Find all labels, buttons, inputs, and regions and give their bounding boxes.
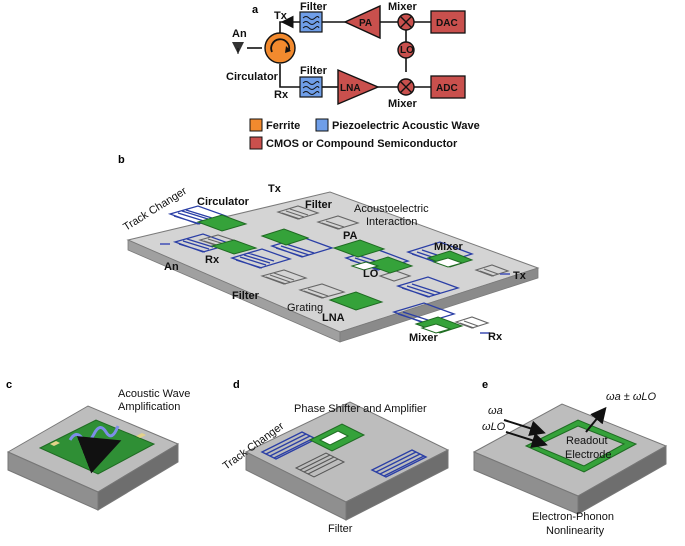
c-substrate-side	[97, 443, 179, 511]
e-substrate-side	[577, 445, 667, 515]
chip-pa	[332, 239, 386, 258]
legend-swatch-cmos	[249, 136, 263, 150]
mixer-bottom-b-label: Mixer	[409, 332, 438, 344]
adc-label: ADC	[436, 83, 458, 94]
filter-bottom-icon	[299, 76, 323, 98]
chip-circulator	[196, 214, 248, 232]
panel-a-wires	[247, 21, 431, 88]
an-b-label: An	[164, 261, 179, 273]
d-filter-label: Filter	[328, 523, 353, 535]
chip-lo	[364, 256, 414, 274]
pa-b-label: PA	[343, 230, 358, 242]
legend-ferrite: Ferrite	[266, 120, 300, 132]
panel-d-letter: d	[233, 379, 240, 391]
track-changer-label: Track Changer	[121, 185, 189, 234]
panel-e-letter: e	[482, 379, 488, 391]
panel-b-letter: b	[118, 154, 125, 166]
e-omega-lo-label: ωLO	[482, 421, 506, 433]
e-omega-a-label: ωa	[488, 405, 503, 417]
d-chip-window	[318, 430, 350, 446]
lo-b-label: LO	[363, 268, 379, 280]
legend-piezo: Piezoelectric Acoustic Wave	[332, 120, 480, 132]
acoustoelectric-label-2: Interaction	[366, 216, 417, 228]
rx-left-b-label: Rx	[205, 254, 220, 266]
e-arrow-omega-a	[503, 419, 546, 437]
e-nonlinearity-label-1: Electron-Phonon	[532, 511, 614, 523]
c-arrow-icon	[76, 436, 122, 474]
grating-label: Grating	[287, 302, 323, 314]
circulator-icon	[264, 32, 296, 64]
substrate-side	[339, 267, 539, 343]
tx-right-b-label: Tx	[513, 270, 527, 282]
legend-cmos: CMOS or Compound Semiconductor	[266, 138, 458, 150]
lo-label: LO	[400, 45, 414, 56]
gray-gratings	[198, 205, 510, 329]
lna-triangle	[337, 68, 380, 106]
panel-b: b	[118, 154, 540, 344]
lo-icon	[397, 41, 415, 59]
mixer-bottom-icon	[397, 78, 415, 96]
pa-label: PA	[359, 18, 372, 29]
legend-swatch-piezo	[315, 118, 329, 132]
chip-lo-window	[350, 261, 380, 271]
e-arrow-omega-lo	[505, 431, 548, 449]
green-chips	[196, 214, 474, 334]
antenna-label: An	[232, 28, 247, 40]
antenna-icon	[232, 42, 244, 54]
e-readout-electrode	[534, 425, 626, 467]
panel-e: e Readout Electrode ωa ± ωLO ωa ωLO Elec…	[472, 379, 668, 537]
e-nonlinearity-label-2: Nonlinearity	[546, 525, 605, 537]
e-arrow-output	[585, 406, 607, 433]
mixer-top-icon	[397, 13, 415, 31]
panel-a: a An Circulator	[226, 1, 480, 150]
chip-lna	[328, 291, 384, 311]
chip-mixer-bottom-window	[420, 323, 452, 334]
filter-top-label: Filter	[300, 1, 328, 13]
filter-top-b-label: Filter	[305, 199, 333, 211]
chip-track	[260, 228, 310, 246]
panel-c-title-1: Acoustic Wave	[118, 388, 190, 400]
rx-right-b-label: Rx	[488, 331, 503, 343]
tx-top-b-label: Tx	[268, 183, 282, 195]
e-readout-label-1: Readout	[566, 435, 608, 447]
chip-rx	[210, 239, 258, 255]
panel-c-letter: c	[6, 379, 12, 391]
e-omega-out-label: ωa ± ωLO	[606, 391, 657, 403]
mixer-top-label: Mixer	[388, 1, 417, 13]
tx-label: Tx	[274, 10, 288, 22]
lna-label: LNA	[340, 83, 361, 94]
circulator-label: Circulator	[226, 71, 279, 83]
d-phase-shifter-label: Phase Shifter and Amplifier	[294, 403, 427, 415]
mixer-bottom-label: Mixer	[388, 98, 417, 110]
chip-mixer-top-window	[432, 257, 464, 268]
d-gray-gratings	[294, 452, 346, 478]
mixer-top-b-label: Mixer	[434, 241, 463, 253]
port-arrows	[160, 243, 510, 334]
dac-label: DAC	[436, 18, 458, 29]
panel-c-title-2: Amplification	[118, 401, 180, 413]
adc-box	[430, 75, 466, 99]
filter-bottom-label: Filter	[300, 65, 328, 77]
pa-triangle	[343, 4, 381, 40]
panel-a-letter: a	[252, 4, 259, 16]
acoustoelectric-label-1: Acoustoelectric	[354, 203, 429, 215]
panel-c: c Acoustic Wave Amplification	[6, 379, 190, 511]
legend-swatch-ferrite	[249, 118, 263, 132]
rx-label: Rx	[274, 89, 289, 101]
lna-b-label: LNA	[322, 312, 345, 324]
d-substrate-top	[244, 401, 450, 503]
d-substrate-side	[345, 449, 449, 521]
dac-box	[430, 10, 466, 34]
c-wave-icon	[68, 425, 120, 443]
filter-bottom-b-label: Filter	[232, 290, 260, 302]
filter-top-icon	[299, 11, 323, 33]
circulator-b-label: Circulator	[197, 196, 250, 208]
e-readout-label-2: Electrode	[565, 449, 611, 461]
legend: Ferrite Piezoelectric Acoustic Wave CMOS…	[249, 118, 480, 150]
panel-d: d Track Changer Phase Shifter and Amplif…	[221, 379, 450, 535]
